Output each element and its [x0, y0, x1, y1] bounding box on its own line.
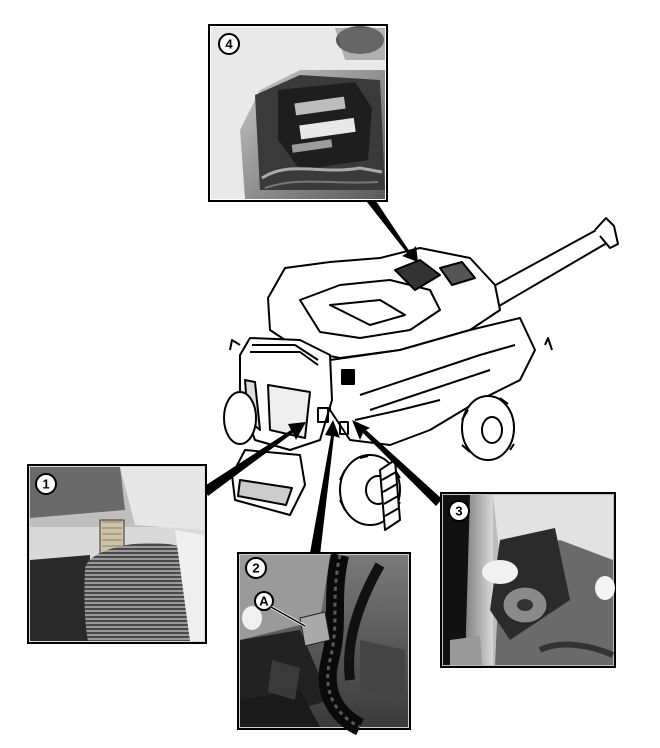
detail-photo-4: 4: [208, 24, 388, 202]
detail-photo-2: 2 A: [237, 552, 411, 736]
callout-a: A: [259, 594, 269, 609]
callout-4: 4: [225, 37, 233, 52]
callout-1: 1: [42, 477, 49, 492]
detail-photo-1: 1: [27, 464, 207, 644]
leader-arrow-2: [310, 420, 340, 555]
front-wheel-left: [223, 391, 257, 445]
callout-3: 3: [455, 504, 462, 519]
callout-2: 2: [252, 561, 259, 576]
seat-back: [84, 542, 198, 641]
detail-photo-3: 3: [440, 492, 616, 668]
leader-arrow-3: [352, 420, 442, 506]
leader-arrow-1: [203, 422, 306, 496]
leader-arrow-4: [363, 192, 418, 262]
combine-harvester-illustration: [223, 217, 619, 531]
connector: [299, 611, 331, 647]
leader-arrows: [203, 192, 442, 555]
